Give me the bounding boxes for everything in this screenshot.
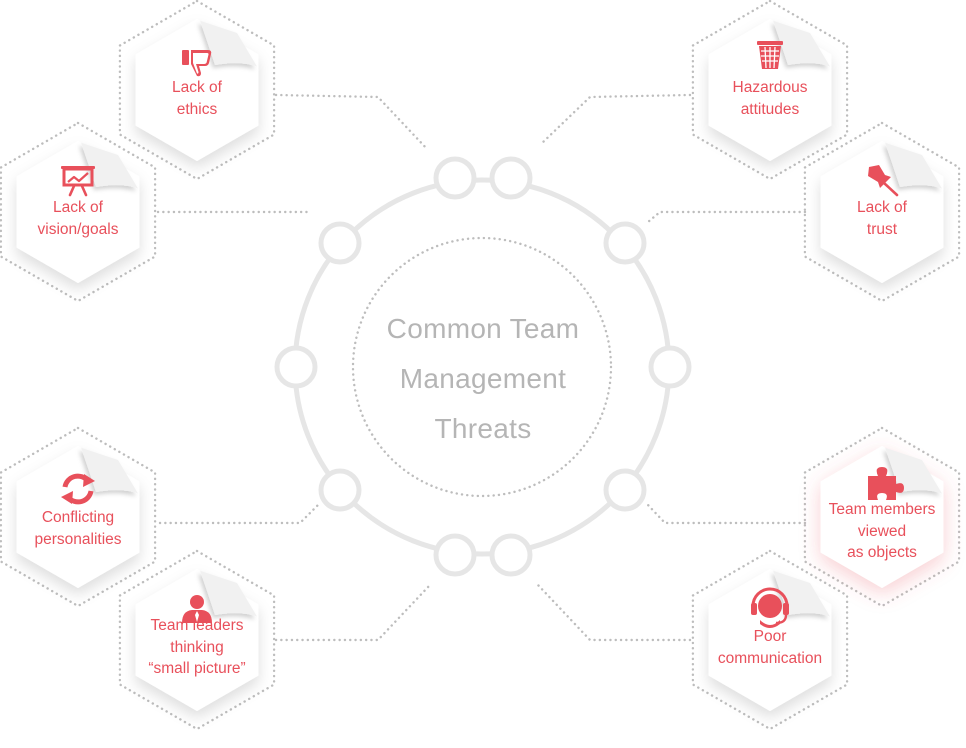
hub-node <box>648 345 692 389</box>
hub-title-line-3: Threats <box>434 413 532 444</box>
threat-node-lack-of-ethics <box>118 0 276 181</box>
headset-icon <box>751 587 789 628</box>
page-fold-corner <box>81 142 138 189</box>
threat-label-line: “small picture” <box>148 660 246 677</box>
threat-label-line: Team members <box>828 501 936 518</box>
threat-label-line: communication <box>717 649 823 667</box>
page-fold-corner <box>773 20 830 67</box>
hub-title: Common Team Management Threats <box>383 304 583 454</box>
threat-label-conflicting-personalities: Conflicting personalities <box>13 507 143 550</box>
threat-label-line: Lack of <box>172 79 222 96</box>
dotted-hex-outline <box>691 549 849 731</box>
hub-node <box>603 468 647 512</box>
threat-label-line: ethics <box>176 100 218 118</box>
person-icon <box>182 595 212 623</box>
connector-conflicting-personalities <box>158 503 320 525</box>
threat-label-lack-of-ethics: Lack of ethics <box>132 77 262 120</box>
hub-node <box>274 345 318 389</box>
connector-lack-of-ethics <box>274 93 430 152</box>
threat-label-line: Hazardous <box>732 79 808 96</box>
threat-label-team-members-as-objects: Team members viewed as objects <box>817 499 947 564</box>
threat-label-line: Conflicting <box>41 509 115 526</box>
hub-title-line-1: Common Team <box>386 313 580 344</box>
page-fold-corner <box>200 570 257 617</box>
dotted-hex-outline <box>118 549 276 731</box>
threat-label-line: Poor <box>753 628 787 645</box>
connector-poor-communication <box>536 583 692 642</box>
threat-node-lack-of-trust <box>803 121 961 303</box>
threat-hexagons <box>0 0 961 731</box>
threat-node-lack-of-vision-goals <box>0 121 157 303</box>
threat-node-hazardous-attitudes <box>691 0 849 181</box>
threat-label-line: Team leaders <box>150 617 244 634</box>
trash-bin-icon <box>757 41 783 69</box>
dotted-hex-outline <box>803 121 961 303</box>
threat-label-line: Lack of <box>53 199 103 216</box>
threat-label-hazardous-attitudes: Hazardous attitudes <box>705 77 835 120</box>
push-pin-icon <box>868 165 899 197</box>
threat-label-line: Lack of <box>857 199 907 216</box>
page-fold-corner <box>885 142 942 189</box>
page-fold-corner <box>885 447 942 494</box>
hub-node <box>318 221 362 265</box>
hub-node <box>489 533 533 577</box>
threat-label-line: personalities <box>34 530 122 548</box>
hub-inner-dotted-ring <box>351 236 613 498</box>
threat-label-lack-of-vision-goals: Lack of vision/goals <box>13 197 143 240</box>
threat-label-team-leaders-small-picture: Team leaders thinking “small picture” <box>132 615 262 680</box>
connector-hazardous-attitudes <box>538 93 692 147</box>
dotted-hex-outline <box>803 426 961 608</box>
dotted-hex-outline <box>118 0 276 181</box>
hub-title-line-2: Management <box>399 363 567 394</box>
threat-node-team-members-as-objects <box>803 426 961 608</box>
presentation-board-icon <box>61 166 95 197</box>
connector-lack-of-trust <box>646 210 807 224</box>
threat-label-line: vision/goals <box>37 220 119 238</box>
hub-node <box>433 533 477 577</box>
threat-node-conflicting-personalities <box>0 426 157 608</box>
refresh-arrows-icon <box>61 473 95 505</box>
page-fold-corner <box>200 20 257 67</box>
threat-label-line: viewed <box>857 522 907 540</box>
hub-node <box>433 156 477 200</box>
connector-team-leaders-small-picture <box>274 583 432 642</box>
thumbs-down-icon <box>182 50 212 77</box>
center-hub <box>274 156 692 577</box>
connector-team-members-as-objects <box>646 503 807 525</box>
puzzle-piece-icon <box>868 467 904 500</box>
hub-node <box>603 221 647 265</box>
hub-node <box>318 468 362 512</box>
threat-label-line: trust <box>866 220 898 238</box>
hub-node <box>489 156 533 200</box>
page-fold-corner <box>81 447 138 494</box>
connector-lines <box>156 93 807 642</box>
dotted-hex-outline <box>691 0 849 181</box>
threat-label-poor-communication: Poor communication <box>705 626 835 669</box>
threat-node-team-leaders-small-picture <box>118 549 276 731</box>
threat-label-line: attitudes <box>740 100 800 118</box>
threat-label-line: as objects <box>847 544 917 561</box>
threat-label-line: thinking <box>170 638 224 656</box>
dotted-hex-outline <box>0 121 157 303</box>
dotted-hex-outline <box>0 426 157 608</box>
threat-node-poor-communication <box>691 549 849 731</box>
threat-label-lack-of-trust: Lack of trust <box>817 197 947 240</box>
